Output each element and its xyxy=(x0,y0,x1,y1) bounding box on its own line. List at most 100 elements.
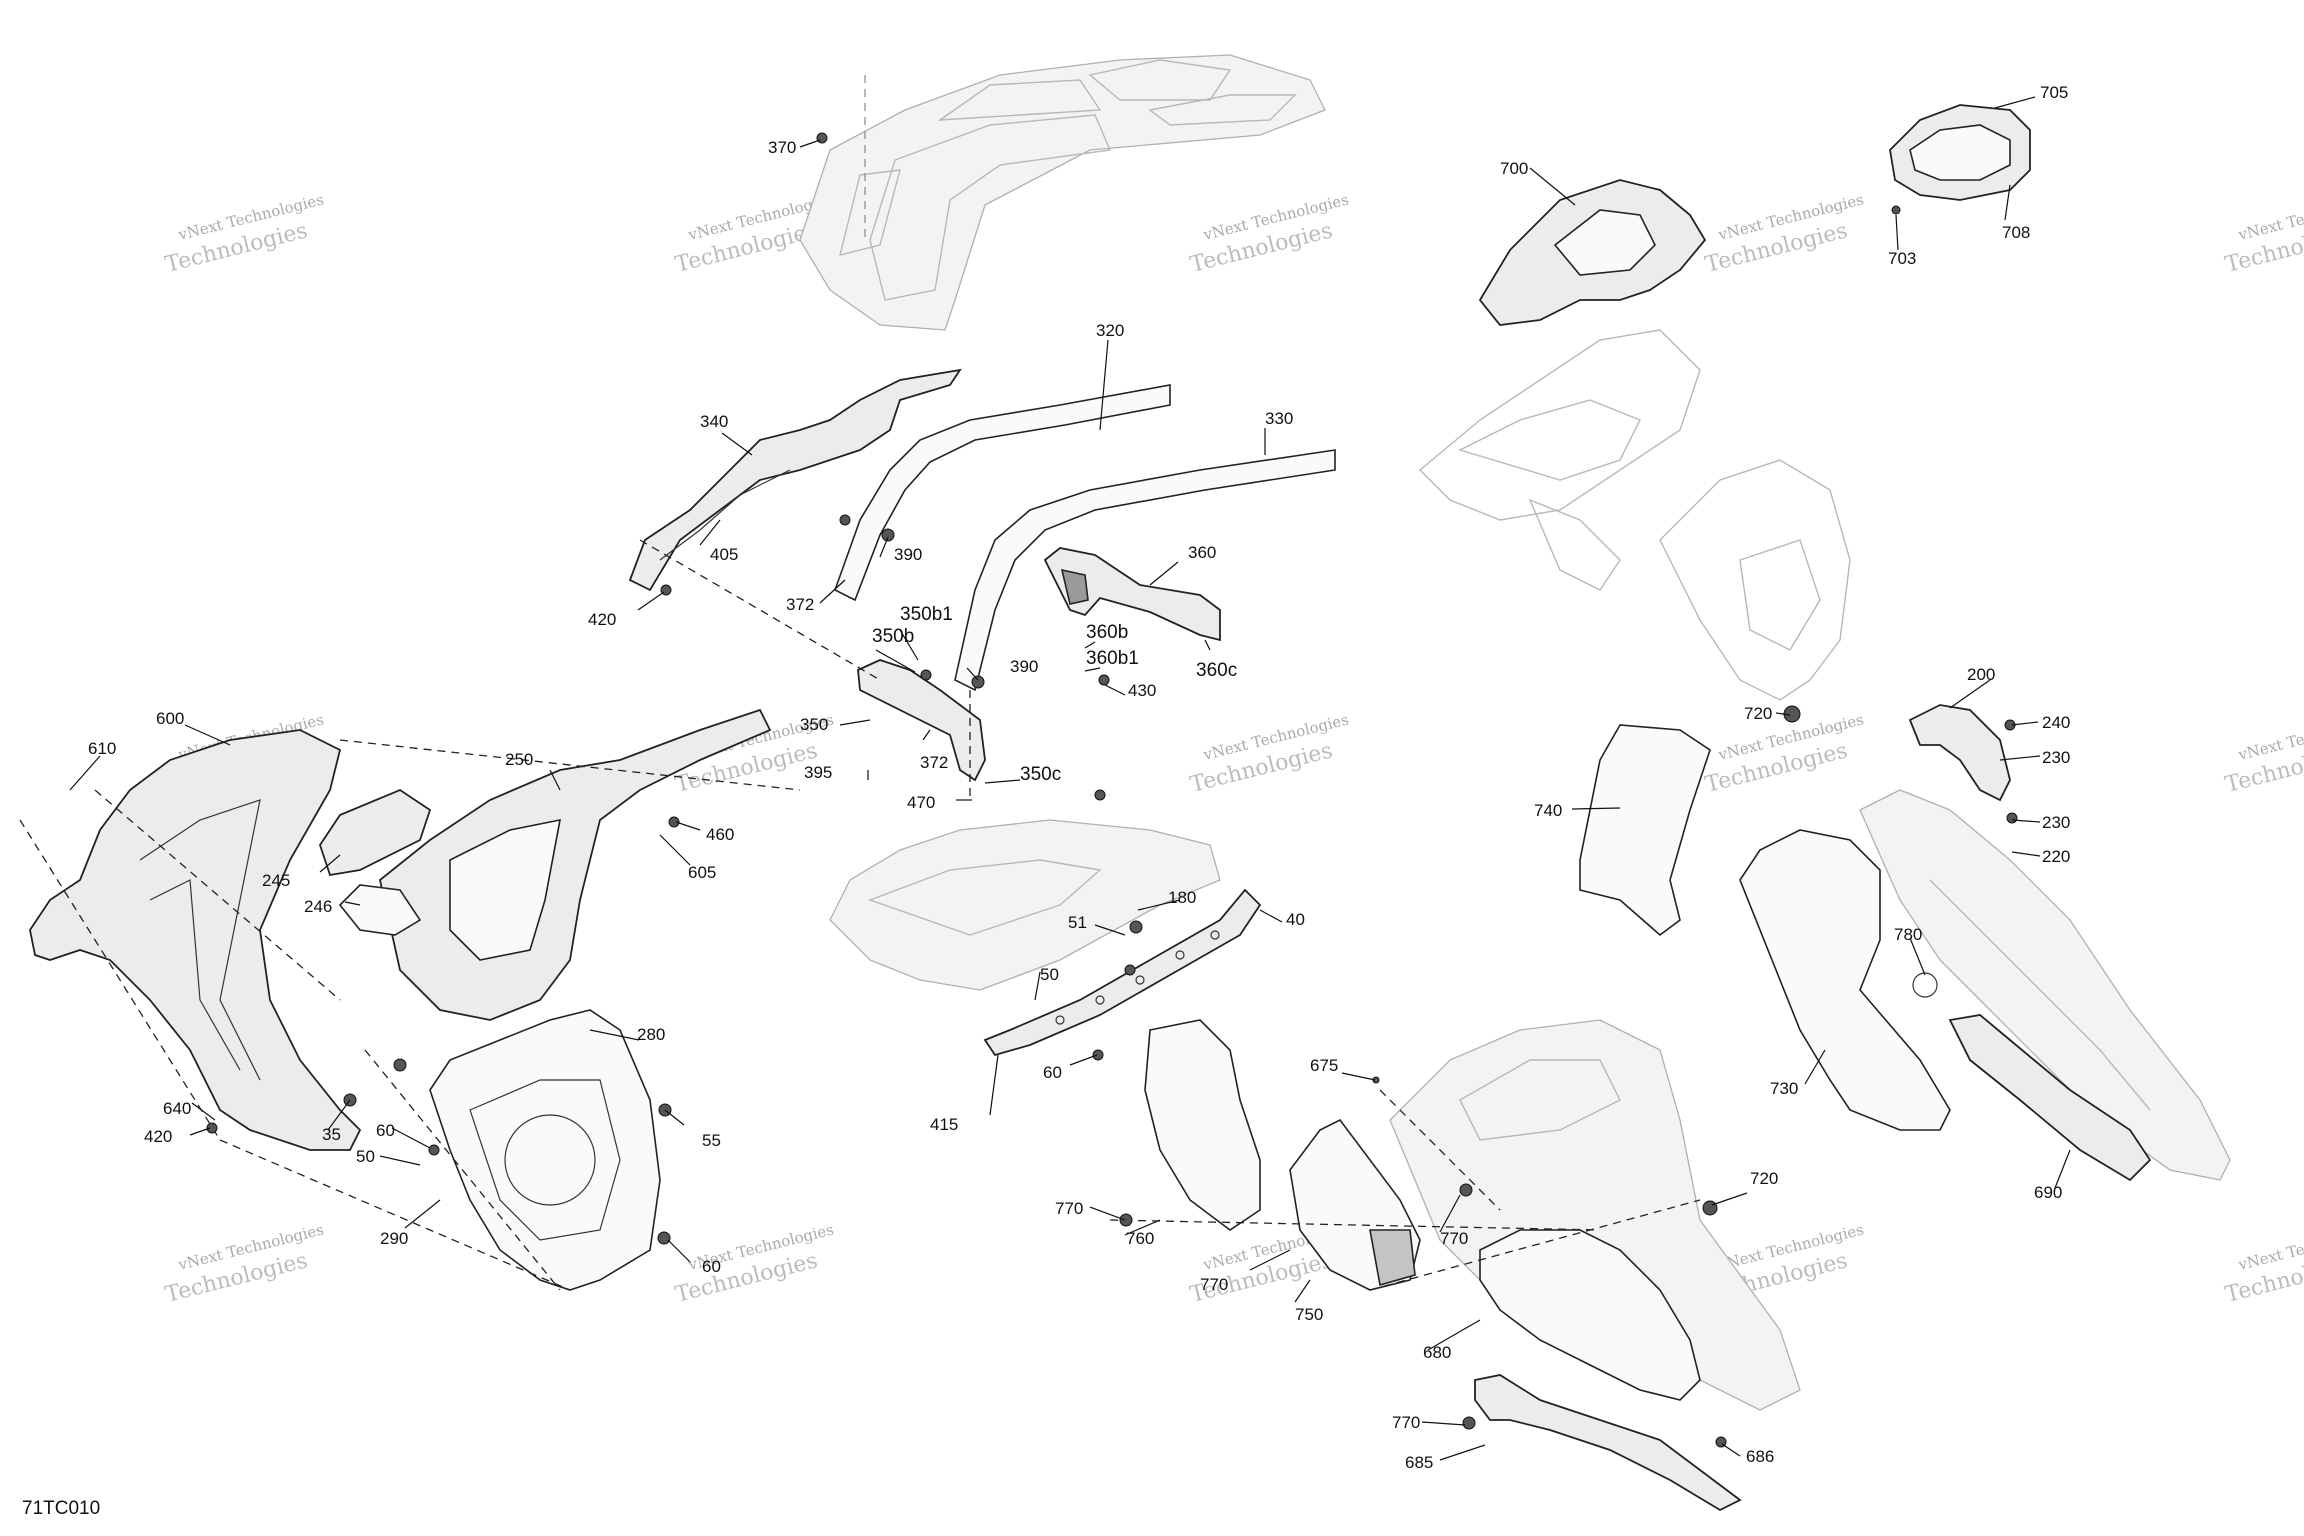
callout-245: 245 xyxy=(262,871,290,890)
callout-350c: 350c xyxy=(1020,764,1061,785)
part-246-clip xyxy=(338,884,422,936)
callout-460: 460 xyxy=(706,825,734,844)
part-330-roll-bar xyxy=(954,449,1336,692)
callout-430: 430 xyxy=(1128,681,1156,700)
bolt-icon xyxy=(839,514,851,526)
callout-700: 700 xyxy=(1500,159,1528,178)
callout-360c: 360c xyxy=(1196,660,1237,681)
callout-770: 770 xyxy=(1055,1199,1083,1218)
callout-390: 390 xyxy=(1010,657,1038,676)
part-350-bracket xyxy=(857,659,986,782)
bolt-icon xyxy=(206,1122,218,1134)
bolt-icon xyxy=(816,132,828,144)
part-40-crossmember xyxy=(983,888,1262,1057)
callout-750: 750 xyxy=(1295,1305,1323,1324)
nut-icon xyxy=(668,816,680,828)
callout-360: 360 xyxy=(1188,543,1216,562)
nut-icon xyxy=(1459,1183,1473,1197)
callout-395: 395 xyxy=(804,763,832,782)
callout-770: 770 xyxy=(1392,1413,1420,1432)
callout-370: 370 xyxy=(768,138,796,157)
callout-708: 708 xyxy=(2002,223,2030,242)
part-760-panel xyxy=(1144,1019,1261,1231)
callout-740: 740 xyxy=(1534,801,1562,820)
callout-680: 680 xyxy=(1423,1343,1451,1362)
callout-350: 350 xyxy=(800,715,828,734)
bolt-icon xyxy=(1462,1416,1476,1430)
part-730-panel xyxy=(1739,829,1951,1131)
part-680-panel xyxy=(1479,1229,1701,1401)
nut-icon xyxy=(881,528,895,542)
callout-770: 770 xyxy=(1440,1229,1468,1248)
callout-390: 390 xyxy=(894,545,922,564)
nut-icon xyxy=(428,1144,440,1156)
nut-icon xyxy=(1094,789,1106,801)
part-320-roll-bar xyxy=(834,384,1171,602)
callout-640: 640 xyxy=(163,1099,191,1118)
ghost-center-panel xyxy=(829,819,1221,991)
fasteners xyxy=(206,132,2018,1448)
callout-350b: 350b xyxy=(872,626,914,647)
callout-605: 605 xyxy=(688,863,716,882)
callout-675: 675 xyxy=(1310,1056,1338,1075)
part-750-panel xyxy=(1289,1118,1421,1291)
callout-250: 250 xyxy=(505,750,533,769)
part-600-side-frame xyxy=(29,729,362,1151)
part-360-crossbar xyxy=(1043,547,1221,642)
part-250-dash-frame xyxy=(378,708,772,1021)
part-200-bracket xyxy=(1908,704,2011,802)
callout-703: 703 xyxy=(1888,249,1916,268)
callout-60: 60 xyxy=(702,1257,721,1276)
part-700-dash-pod xyxy=(1478,179,1707,326)
callout-600: 600 xyxy=(156,709,184,728)
callout-686: 686 xyxy=(1746,1447,1774,1466)
callout-780: 780 xyxy=(1894,925,1922,944)
callout-180: 180 xyxy=(1168,888,1196,907)
callout-685: 685 xyxy=(1405,1453,1433,1472)
callout-240: 240 xyxy=(2042,713,2070,732)
nut-icon xyxy=(1119,1213,1133,1227)
part-685-trim xyxy=(1474,1374,1742,1512)
callout-420: 420 xyxy=(588,610,616,629)
leader-lines xyxy=(69,96,2071,1461)
callout-610: 610 xyxy=(88,739,116,758)
part-340-bracket xyxy=(628,368,962,592)
figure-code: 71TC010 xyxy=(22,1498,100,1519)
callout-760: 760 xyxy=(1126,1229,1154,1248)
callout-51: 51 xyxy=(1068,913,1087,932)
bolt-icon xyxy=(920,669,932,681)
ghost-dash-structure xyxy=(1418,329,1851,701)
part-740-panel xyxy=(1579,724,1711,937)
nut-icon xyxy=(1129,920,1143,934)
bolt-icon xyxy=(1098,674,1110,686)
callout-415: 415 xyxy=(930,1115,958,1134)
nut-icon xyxy=(393,1058,407,1072)
nut-icon xyxy=(971,675,985,689)
callout-220: 220 xyxy=(2042,847,2070,866)
callout-280: 280 xyxy=(637,1025,665,1044)
callout-720: 720 xyxy=(1744,704,1772,723)
callout-60: 60 xyxy=(376,1121,395,1140)
callout-420: 420 xyxy=(144,1127,172,1146)
callout-50: 50 xyxy=(1040,965,1059,984)
nut-icon xyxy=(657,1231,671,1245)
callout-50: 50 xyxy=(356,1147,375,1166)
callout-730: 730 xyxy=(1770,1079,1798,1098)
callout-246: 246 xyxy=(304,897,332,916)
callout-340: 340 xyxy=(700,412,728,431)
callout-360b1: 360b1 xyxy=(1086,648,1139,669)
callout-705: 705 xyxy=(2040,83,2068,102)
nut-icon xyxy=(1092,1049,1104,1061)
callout-720: 720 xyxy=(1750,1169,1778,1188)
callout-55: 55 xyxy=(702,1131,721,1150)
bolt-icon xyxy=(1124,964,1136,976)
part-705-gauge xyxy=(1889,104,2031,201)
assembly-lines xyxy=(19,539,1701,1291)
callout-200: 200 xyxy=(1967,665,1995,684)
callout-360b: 360b xyxy=(1086,622,1128,643)
part-690-trim xyxy=(1948,1014,2152,1182)
callout-470: 470 xyxy=(907,793,935,812)
bolt-icon xyxy=(2006,812,2018,824)
callout-372: 372 xyxy=(786,595,814,614)
